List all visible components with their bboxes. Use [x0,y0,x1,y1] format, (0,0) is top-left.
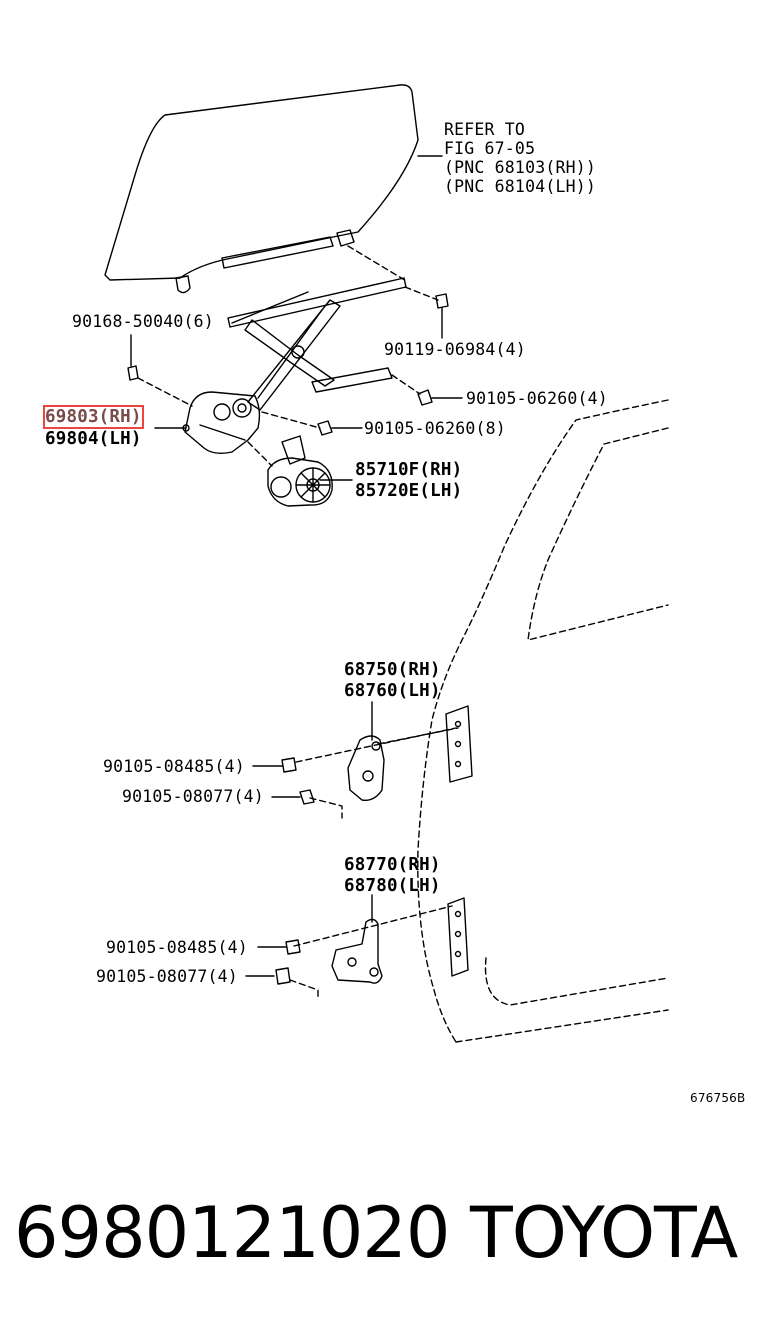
part-label-90119-06984[interactable]: 90119-06984(4) [384,340,526,359]
part-label-69803-rh-highlighted[interactable]: 69803(RH) [43,405,144,429]
lower-door-hinge [275,918,383,985]
part-label-90105-08485-upper[interactable]: 90105-08485(4) [103,757,245,776]
door-glass [104,84,419,294]
window-motor [267,435,333,507]
regulator-base [182,391,261,455]
part-label-90168-50040[interactable]: 90168-50040(6) [72,312,214,331]
part-label-85720e-lh[interactable]: 85720E(LH) [355,481,463,501]
part-label-90105-08077-lower[interactable]: 90105-08077(4) [96,967,238,986]
refer-note-line2: FIG 67-05 [444,139,536,158]
part-label-85710f-rh[interactable]: 85710F(RH) [355,460,463,480]
figure-id: 676756B [690,1091,746,1105]
brand-caption: TOYOTA [470,1192,738,1274]
body-hinge-plates [445,705,473,977]
part-label-90105-06260-4[interactable]: 90105-06260(4) [466,389,608,408]
refer-note-line1: REFER TO [444,120,526,139]
part-label-90105-08077-upper[interactable]: 90105-08077(4) [122,787,264,806]
part-label-68760-lh[interactable]: 68760(LH) [344,681,441,701]
car-body [417,399,669,1043]
part-label-68780-lh[interactable]: 68780(LH) [344,876,441,896]
upper-door-hinge [281,735,385,805]
part-label-90105-06260-8[interactable]: 90105-06260(8) [364,419,506,438]
part-label-68750-rh[interactable]: 68750(RH) [344,660,441,680]
part-number-caption: 6980121020 [14,1192,450,1274]
part-label-69804-lh[interactable]: 69804(LH) [45,429,142,449]
part-label-68770-rh[interactable]: 68770(RH) [344,855,441,875]
regulator-arms [227,277,407,411]
refer-note-line4: (PNC 68104(LH)) [444,177,597,196]
part-label-90105-08485-lower[interactable]: 90105-08485(4) [106,938,248,957]
leader-lines [130,155,463,977]
refer-note-line3: (PNC 68103(RH)) [444,158,597,177]
